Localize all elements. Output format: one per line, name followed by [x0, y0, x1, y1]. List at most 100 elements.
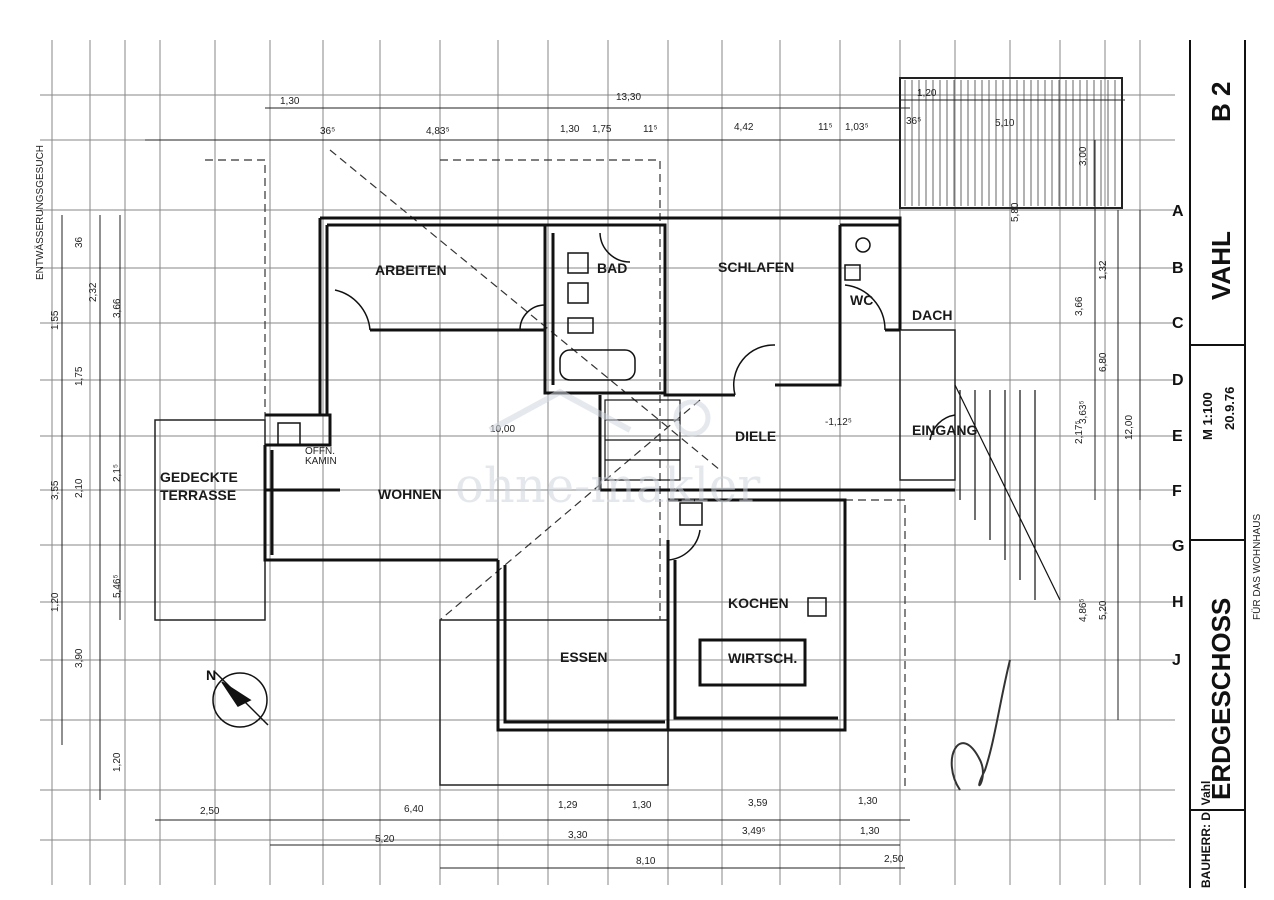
dim-label: 8,10: [636, 856, 656, 867]
dim-label: 4,86⁵: [1078, 598, 1089, 622]
axis-label: A: [1172, 203, 1184, 220]
dim-label: 1,75: [592, 124, 612, 135]
construction-grid: [40, 40, 1175, 885]
title-project: FÜR DAS WOHNHAUS: [1251, 514, 1263, 620]
dim-label: 1,75: [74, 366, 85, 386]
dim-label: 5,10: [995, 118, 1015, 129]
dim-label: 1,20: [917, 88, 937, 99]
sanitary-fixtures: [277, 237, 871, 617]
right-dimension-labels: 3,00 5,80 1,32 3,66 6,80 12,00 3,63⁵ 2,1…: [1010, 146, 1135, 622]
dim-label: 12,00: [1124, 415, 1135, 440]
bottom-dimensions: [155, 819, 910, 869]
dim-label: 1,30: [860, 826, 880, 837]
dim-label: 36⁵: [906, 116, 921, 127]
room-label-diele: DIELE: [735, 428, 776, 444]
dim-label: 1,20: [112, 752, 123, 772]
walls: [263, 216, 955, 732]
dim-label: 2,32: [88, 282, 99, 302]
height-mark-2: -1,12⁵: [825, 417, 852, 428]
axis-label: B: [1172, 260, 1184, 277]
fireplace-label-2: KAMIN: [305, 456, 337, 467]
dim-label: 1,32: [1098, 260, 1109, 280]
axis-label: J: [1172, 652, 1181, 669]
dim-label: 5,46⁵: [112, 574, 123, 598]
dim-label: 1,30: [858, 796, 878, 807]
dim-label: 5,80: [1010, 202, 1021, 222]
bottom-dimension-labels: 2,50 6,40 1,29 1,30 3,59 1,30 5,20 3,30 …: [200, 796, 904, 867]
room-labels: ARBEITEN BAD SCHLAFEN WC DACH DIELE EING…: [160, 259, 977, 666]
title-block: ERDGESCHOSS VAHL B 2 M 1:100 20.9.76 BAU…: [34, 40, 1263, 888]
stairs: [604, 384, 1061, 601]
dim-label: 3,49⁵: [742, 826, 766, 837]
height-mark-1: 10,00: [490, 424, 515, 435]
dim-label: 2,1⁵: [112, 464, 123, 482]
title-date: 20.9.76: [1222, 387, 1237, 430]
title-bauherr: BAUHERR: D. Vahl: [1199, 781, 1213, 888]
title-scale: M 1:100: [1200, 392, 1215, 440]
dim-label: 13,30: [616, 92, 641, 103]
dim-label: 3,55: [50, 480, 61, 500]
dim-label: 3,30: [568, 830, 588, 841]
dim-label: 2,17⁵: [1074, 420, 1085, 444]
door-swings: [334, 232, 956, 561]
watermark-text: ohne-makler: [455, 458, 760, 514]
axis-labels: A B C D E F G H J: [1172, 203, 1184, 669]
top-dimension-labels: 1,30 13,30 1,20 36⁵ 4,83⁵ 1,30 1,75 11⁵ …: [280, 88, 1015, 137]
room-label-wc: WC: [850, 292, 873, 308]
dim-label: 11⁵: [643, 124, 658, 135]
dim-label: 2,50: [200, 806, 220, 817]
title-sheet: B 2: [1206, 82, 1236, 122]
room-label-arbeiten: ARBEITEN: [375, 262, 447, 278]
svg-text:N: N: [206, 667, 216, 683]
room-label-wirtsch: WIRTSCH.: [728, 650, 797, 666]
dim-label: 6,80: [1098, 352, 1109, 372]
axis-label: D: [1172, 372, 1184, 389]
dim-label: 3,66: [112, 298, 123, 318]
dim-label: 2,50: [884, 854, 904, 865]
room-label-kochen: KOCHEN: [728, 595, 789, 611]
top-dimensions: [145, 99, 1125, 141]
dim-label: 1,30: [280, 96, 300, 107]
dim-label: 11⁵: [818, 122, 833, 133]
left-dimension-labels: 36 2,32 1,55 3,66 1,75 3,55 2,10 2,1⁵ 5,…: [50, 236, 123, 772]
right-dimensions: [1094, 140, 1141, 720]
axis-label: H: [1172, 594, 1184, 611]
signature: [950, 659, 1011, 791]
dim-label: 5,20: [1098, 600, 1109, 620]
room-label-wohnen: WOHNEN: [378, 486, 442, 502]
dim-label: 3,59: [748, 798, 768, 809]
room-label-essen: ESSEN: [560, 649, 607, 665]
axis-label: C: [1172, 315, 1184, 332]
dim-label: 4,83⁵: [426, 126, 450, 137]
dim-label: 1,20: [50, 592, 61, 612]
dim-label: 1,30: [560, 124, 580, 135]
roof-outline-dashed: [205, 149, 906, 790]
title-floor: ERDGESCHOSS: [1206, 598, 1236, 800]
north-arrow-icon: N: [206, 667, 269, 728]
dim-label: 1,55: [50, 310, 61, 330]
dim-label: 4,42: [734, 122, 754, 133]
room-label-eingang: EINGANG: [912, 422, 977, 438]
side-title: ENTWÄSSERUNGSGESUCH: [34, 145, 46, 280]
axis-label: F: [1172, 483, 1182, 500]
axis-label: G: [1172, 538, 1184, 555]
dim-label: 3,63⁵: [1078, 400, 1089, 424]
room-label-bad: BAD: [597, 260, 627, 276]
dim-label: 1,30: [632, 800, 652, 811]
dim-label: 1,03⁵: [845, 122, 869, 133]
dim-label: 6,40: [404, 804, 424, 815]
room-label-terrasse-2: TERRASSE: [160, 487, 236, 503]
room-label-schlafen: SCHLAFEN: [718, 259, 794, 275]
dim-label: 3,00: [1078, 146, 1089, 166]
dim-label: 36⁵: [320, 126, 335, 137]
room-label-terrasse-1: GEDECKTE: [160, 469, 238, 485]
axis-label: E: [1172, 428, 1183, 445]
fireplace-label-1: OFFN.: [305, 446, 335, 457]
watermark: ohne-makler: [455, 388, 760, 514]
room-label-dach: DACH: [912, 307, 952, 323]
left-dimensions: [61, 215, 121, 800]
dim-label: 1,29: [558, 800, 578, 811]
dim-label: 3,90: [74, 648, 85, 668]
dim-label: 5,20: [375, 834, 395, 845]
